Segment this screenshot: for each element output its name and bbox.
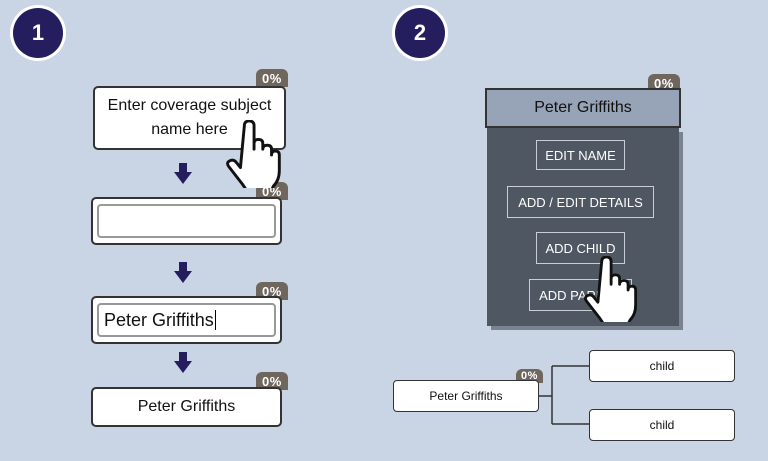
subject-name-input-typed[interactable]: Peter Griffiths: [91, 296, 282, 344]
step-number-1: 1: [13, 8, 63, 58]
down-arrow-icon: [174, 262, 192, 283]
subject-name-label: Peter Griffiths: [137, 398, 236, 415]
down-arrow-icon: [174, 163, 192, 184]
tree-root-node[interactable]: Peter Griffiths: [393, 380, 539, 412]
text-field[interactable]: Peter Griffiths: [97, 303, 276, 337]
tree-child-node[interactable]: child: [589, 350, 735, 382]
subject-header-label: Peter Griffiths: [534, 99, 632, 116]
progress-badge: 0%: [648, 74, 680, 92]
progress-badge: 0%: [256, 69, 288, 87]
prompt-line-2: name here: [151, 121, 228, 138]
progress-badge: 0%: [516, 369, 543, 383]
add-child-button[interactable]: ADD CHILD: [536, 232, 625, 264]
typed-value: Peter Griffiths: [104, 309, 214, 330]
edit-name-button[interactable]: EDIT NAME: [536, 140, 625, 170]
hand-pointer-icon: [584, 256, 638, 322]
subject-name-prompt-box[interactable]: Enter coverage subject name here: [93, 86, 286, 150]
subject-name-node[interactable]: Peter Griffiths: [91, 387, 282, 427]
text-field[interactable]: [97, 204, 276, 238]
tree-child-node[interactable]: child: [589, 409, 735, 441]
prompt-line-1: Enter coverage subject: [107, 97, 272, 114]
step-number-2: 2: [395, 8, 445, 58]
down-arrow-icon: [174, 352, 192, 373]
hand-pointer-icon: [226, 120, 281, 188]
text-caret: [214, 310, 217, 330]
subject-header[interactable]: Peter Griffiths: [485, 88, 681, 128]
progress-badge: 0%: [256, 372, 288, 390]
context-menu: EDIT NAME ADD / EDIT DETAILS ADD CHILD A…: [487, 128, 679, 326]
progress-badge: 0%: [256, 282, 288, 300]
add-edit-details-button[interactable]: ADD / EDIT DETAILS: [507, 186, 654, 218]
subject-name-input-empty[interactable]: [91, 197, 282, 245]
